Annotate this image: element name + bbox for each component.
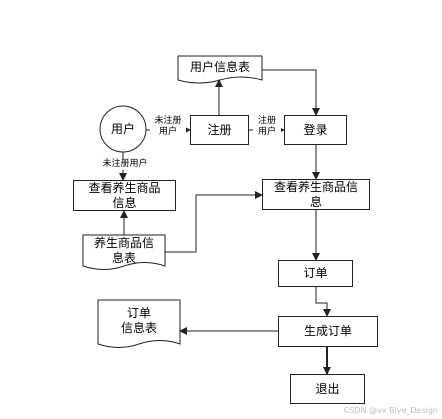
edge-label-unregistered-user-view: 未注册用户	[96, 159, 154, 170]
order-info-table-shape	[97, 299, 181, 348]
edge-label-unregistered-user: 未注册 用户	[150, 116, 186, 138]
product-info-table-node: 养生商品信 息表	[93, 236, 154, 265]
login-node: 登录	[284, 115, 347, 145]
user-info-table-node: 用户信息表	[189, 60, 250, 74]
view-products-right-node: 查看养生商品信 息	[262, 179, 370, 210]
generate-order-node: 生成订单	[278, 316, 378, 347]
product-info-table-shape	[82, 234, 166, 270]
edge-order-to-generate	[315, 287, 331, 317]
edge-user-info-to-login	[262, 69, 320, 116]
edge-label-registered-user: 注册 用户	[253, 116, 281, 138]
order-info-table-node: 订单 信息表	[120, 306, 157, 335]
register-node: 注册	[190, 115, 249, 145]
order-node: 订单	[278, 260, 353, 287]
user-node: 用户	[104, 120, 142, 138]
edge-product-table-to-view-right	[165, 191, 263, 253]
watermark: CSDN @vx Biye_Design	[343, 406, 438, 415]
logout-node: 退出	[290, 374, 365, 404]
view-products-left-node: 查看养生商品 信息	[73, 180, 176, 211]
